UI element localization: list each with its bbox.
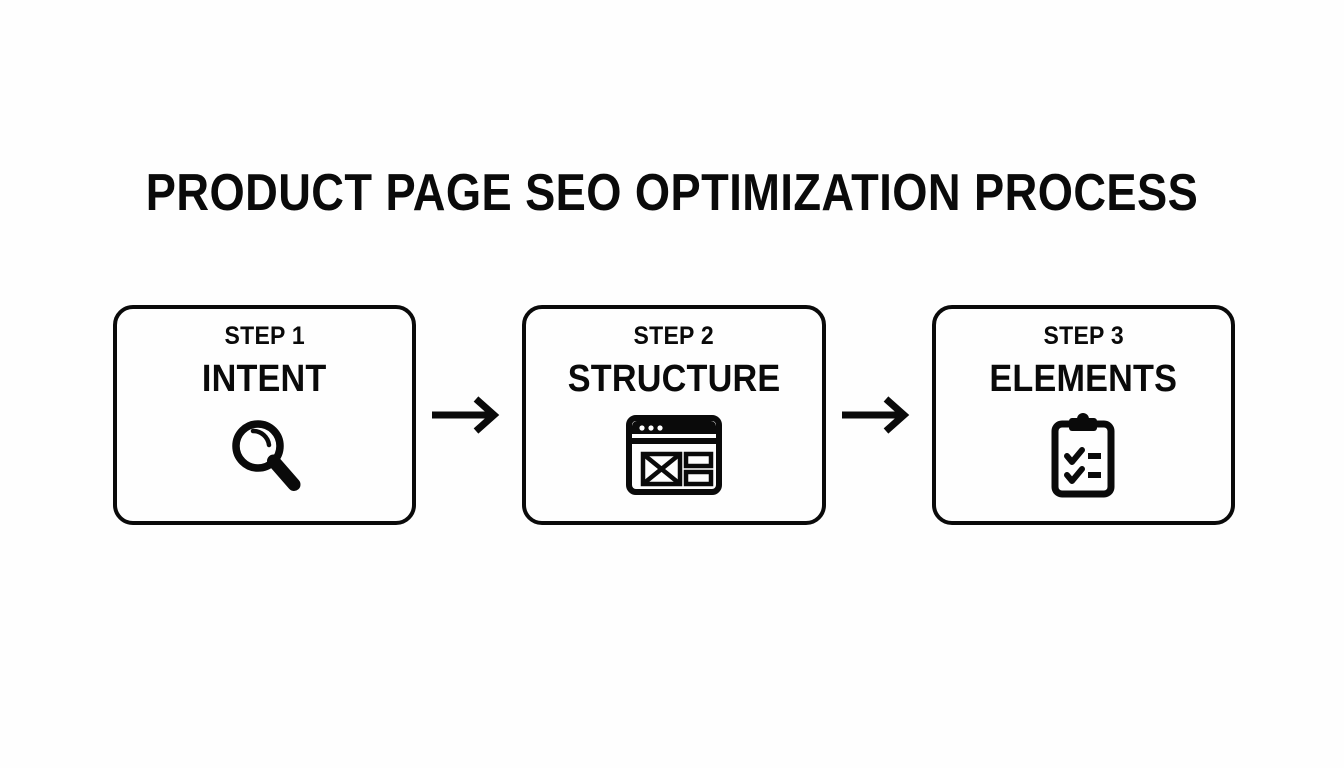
step-number-label: STEP 2 <box>633 322 715 350</box>
magnifying-glass-icon <box>222 412 308 498</box>
step-card-elements[interactable]: STEP 3 ELEMENTS <box>931 305 1235 525</box>
step-name-label: INTENT <box>202 358 327 400</box>
step-name-label: STRUCTURE <box>567 358 781 400</box>
arrow-right-icon <box>826 392 932 438</box>
clipboard-checklist-icon <box>1041 412 1125 498</box>
step-name-label: ELEMENTS <box>989 358 1178 400</box>
step-number-label: STEP 3 <box>1043 322 1124 350</box>
step-card-structure[interactable]: STEP 2 STRUCTURE <box>522 305 826 525</box>
process-flow: STEP 1 INTENT STEP 2 STRUCTURE <box>113 305 1235 525</box>
arrow-right-icon <box>416 392 522 438</box>
step-card-intent[interactable]: STEP 1 INTENT <box>113 305 417 525</box>
page-title: PRODUCT PAGE SEO OPTIMIZATION PROCESS <box>145 164 1199 222</box>
step-number-label: STEP 1 <box>224 322 305 350</box>
wireframe-layout-icon <box>622 412 726 498</box>
